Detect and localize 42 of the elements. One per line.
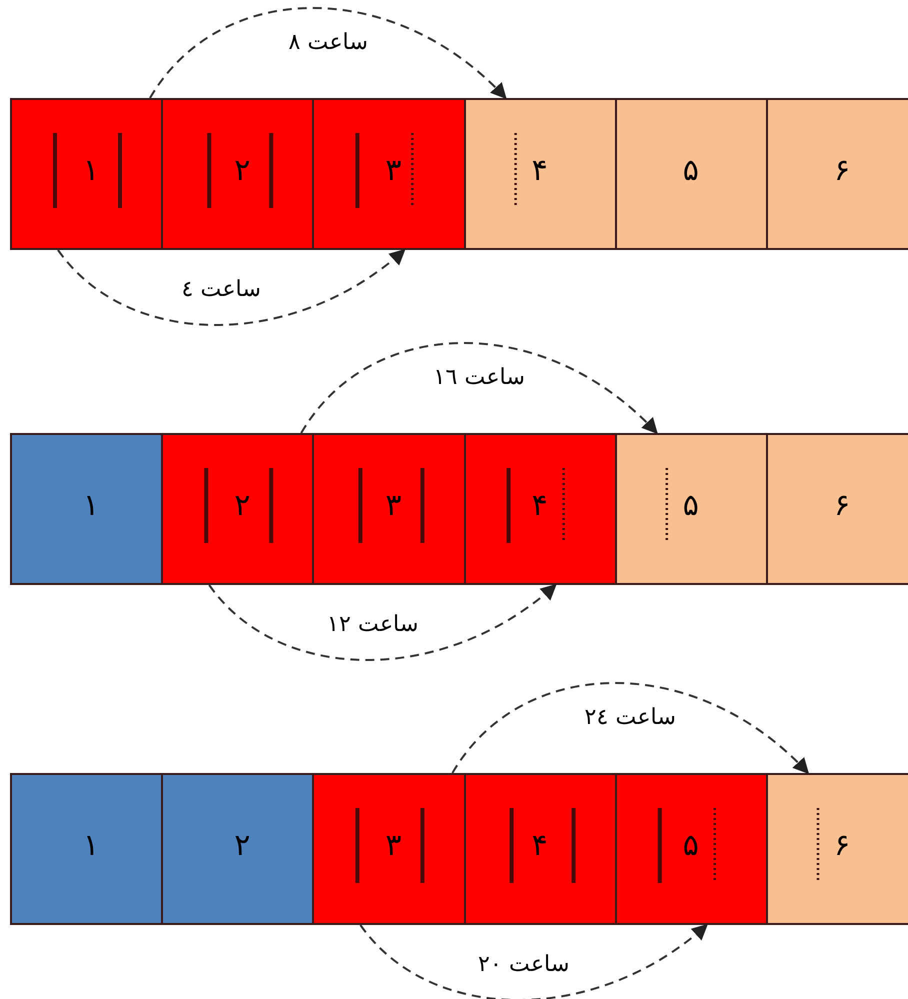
- cell-box: [312, 773, 466, 925]
- arrow: [452, 682, 810, 774]
- cell-box: [766, 773, 908, 925]
- cell-box: [312, 433, 466, 585]
- cell-number: ۳: [385, 154, 402, 188]
- cell-box: [464, 773, 617, 925]
- cell-number: ۱: [83, 154, 100, 188]
- arrow: [300, 342, 658, 434]
- cell-box: [766, 433, 908, 585]
- arrow: [149, 7, 507, 100]
- cell-box: [614, 433, 768, 585]
- cell-box: [10, 773, 164, 925]
- cell-box: [161, 98, 314, 250]
- cell-number: ۲: [234, 154, 250, 188]
- cell-number: ۴: [532, 489, 548, 523]
- cell-number: ۵: [682, 829, 699, 863]
- cell-number: ۱: [83, 489, 100, 523]
- cell-box: [10, 98, 164, 250]
- cell-number: ۳: [385, 489, 402, 523]
- cell-number: ۴: [532, 829, 548, 863]
- cell-number: ۴: [532, 154, 548, 188]
- cell-box: [464, 98, 617, 250]
- arrow: [57, 249, 406, 326]
- cell-number: ۲: [234, 489, 250, 523]
- cell-number: ۵: [682, 489, 699, 523]
- cell-number: ۶: [834, 829, 850, 863]
- cell-number: ۵: [682, 154, 699, 188]
- arrow: [360, 924, 708, 999]
- cell-box: [464, 433, 617, 585]
- arrow: [208, 584, 557, 661]
- cell-number: ۶: [834, 154, 850, 188]
- cell-box: [312, 98, 466, 250]
- cell-number: ۳: [385, 829, 402, 863]
- cell-box: [614, 773, 768, 925]
- cell-box: [161, 773, 314, 925]
- cell-number: ۶: [834, 489, 850, 523]
- cell-box: [766, 98, 908, 250]
- cell-number: ۲: [234, 829, 250, 863]
- cell-box: [10, 433, 164, 585]
- cell-box: [161, 433, 314, 585]
- cell-box: [614, 98, 768, 250]
- cell-number: ۱: [83, 829, 100, 863]
